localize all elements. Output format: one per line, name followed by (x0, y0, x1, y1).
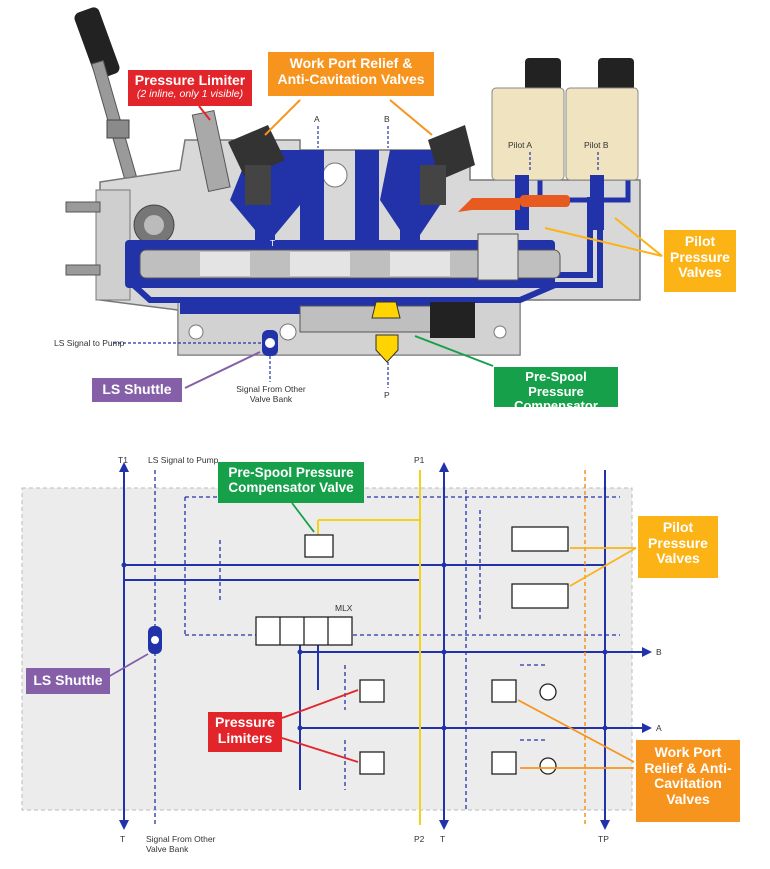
pilot-pressure-valves-title: Pilot Pressure Valves (670, 233, 730, 281)
relief-valve-right (420, 125, 475, 205)
callout-pre-spool-comp-schematic: Pre-Spool Pressure Compensator Valve (218, 462, 364, 503)
label-mlx: MLX (335, 603, 353, 613)
callout-pilot-pressure-valves: Pilot Pressure Valves (664, 230, 736, 292)
callout-work-port-relief: Work Port Relief & Anti-Cavitation Valve… (268, 52, 434, 96)
label-p1: P1 (414, 455, 425, 465)
top-leader-lines (184, 99, 663, 389)
label-t-left: T (120, 834, 126, 844)
pressure-limiter-title: Pressure Limiter (134, 72, 246, 88)
label-p2: P2 (414, 834, 425, 844)
label-tp: TP (598, 834, 609, 844)
callout-pressure-limiter: Pressure Limiter (2 inline, only 1 visib… (128, 70, 252, 106)
ls-shuttle-schematic-title: LS Shuttle (33, 672, 103, 688)
label-ls-signal-to-pump-schematic: LS Signal to Pump (148, 455, 219, 465)
ls-shuttle-part (262, 330, 278, 356)
callout-work-port-relief-schematic: Work Port Relief & Anti-Cavitation Valve… (636, 740, 740, 822)
pressure-limiters-title: Pressure Limiters (215, 714, 275, 746)
top-signal-lines (113, 126, 599, 388)
label-t1: T1 (118, 455, 128, 465)
label-port-a-schematic: A (656, 723, 662, 733)
label-ls-signal-to-pump: LS Signal to Pump (54, 338, 125, 348)
callout-pilot-pressure-valves-schematic: Pilot Pressure Valves (638, 516, 718, 578)
pilot-solenoids (458, 58, 639, 230)
label-port-t: T (270, 238, 276, 248)
label-signal-from-other-bank-schematic: Signal From Other Valve Bank (146, 834, 216, 855)
callout-ls-shuttle: LS Shuttle (92, 378, 182, 402)
label-signal-from-other-bank: Signal From Other Valve Bank (236, 384, 306, 405)
label-port-b: B (384, 114, 390, 124)
label-pilot-b: Pilot B (584, 140, 609, 150)
callout-pressure-limiters: Pressure Limiters (208, 712, 282, 752)
callout-ls-shuttle-schematic: LS Shuttle (26, 668, 110, 694)
pilot-pressure-valves-schematic-title: Pilot Pressure Valves (648, 519, 708, 567)
pre-spool-comp-title: Pre-Spool Pressure Compensator Valve (514, 369, 598, 428)
ls-shuttle-title: LS Shuttle (102, 381, 172, 397)
callout-pre-spool-comp: Pre-Spool Pressure Compensator Valve (494, 367, 618, 427)
pre-spool-comp-schematic-title: Pre-Spool Pressure Compensator Valve (228, 465, 354, 496)
label-port-a: A (314, 114, 320, 124)
control-lever (74, 7, 137, 180)
label-port-p: P (384, 390, 390, 400)
work-port-relief-schematic-title: Work Port Relief & Anti-Cavitation Valve… (644, 744, 732, 808)
label-pilot-a: Pilot A (508, 140, 533, 150)
compensator-spool (299, 301, 475, 363)
pressure-limiter-note: (2 inline, only 1 visible) (136, 87, 244, 100)
label-port-b-schematic: B (656, 647, 662, 657)
main-spool (139, 233, 561, 281)
work-port-relief-title: Work Port Relief & Anti-Cavitation Valve… (277, 55, 425, 87)
relief-valve-left (228, 125, 285, 205)
label-t-right: T (440, 834, 446, 844)
